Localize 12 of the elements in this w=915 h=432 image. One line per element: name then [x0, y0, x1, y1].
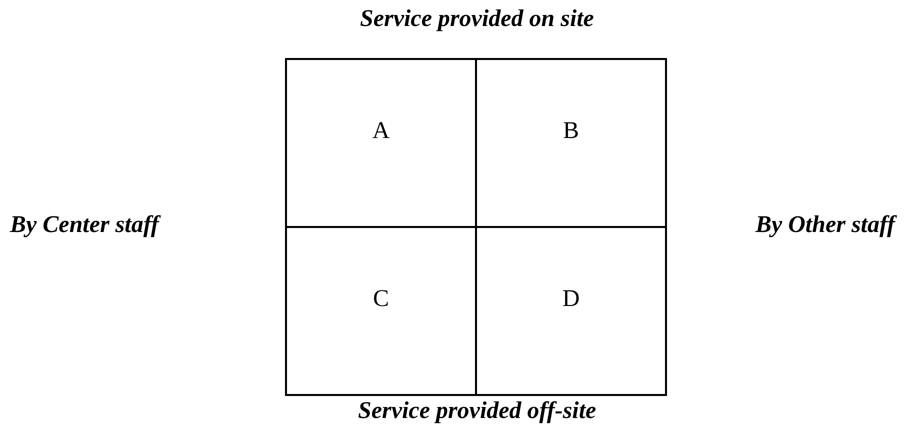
quadrant-letter: C — [372, 286, 390, 313]
quadrant-cell — [475, 226, 667, 396]
axis-label: Service provided on site — [360, 6, 594, 33]
quadrant-letter: D — [561, 286, 581, 313]
quadrant-letter: B — [562, 118, 580, 145]
axis-label: By Center staff — [10, 212, 159, 239]
quadrant-cell — [475, 58, 667, 228]
axis-label: Service provided off-site — [358, 398, 596, 425]
quadrant-cell — [285, 226, 477, 396]
quadrant-letter: A — [371, 118, 391, 145]
quadrant-cell — [285, 58, 477, 228]
axis-label: By Other staff — [755, 212, 895, 239]
